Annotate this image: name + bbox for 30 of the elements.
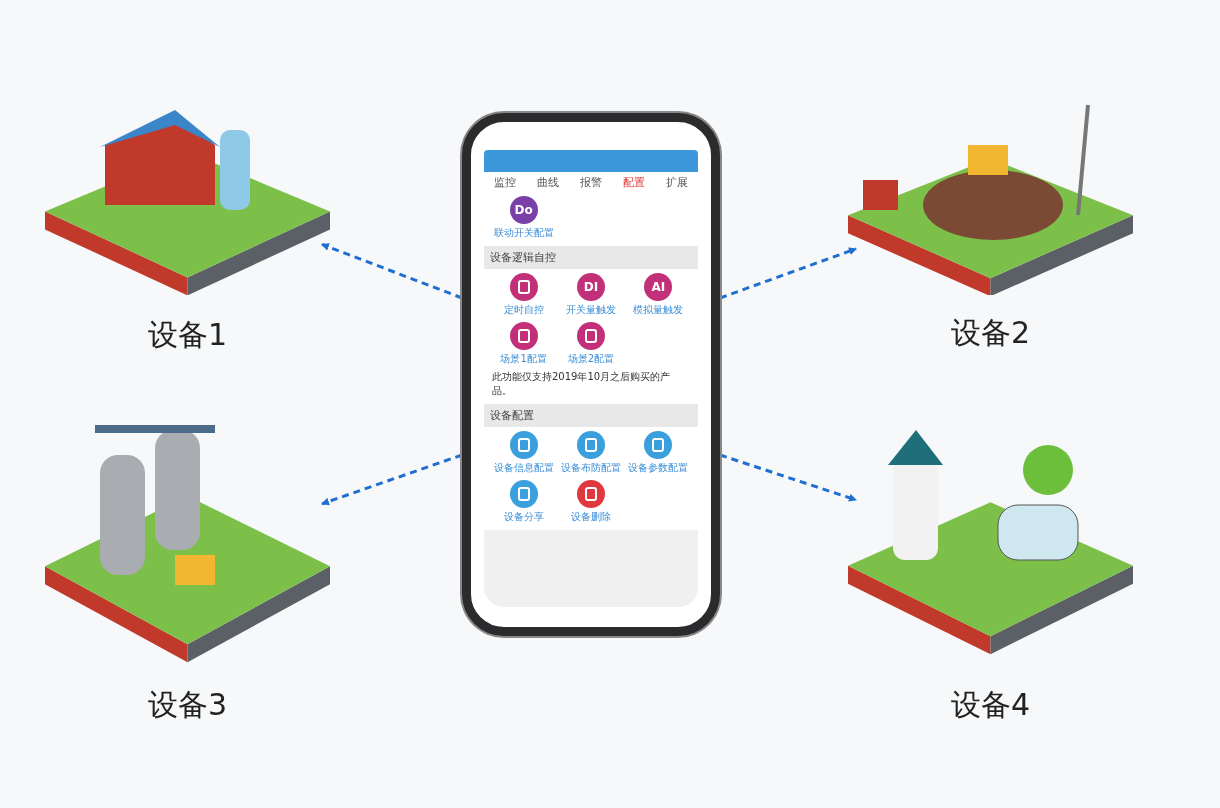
menu-item-label: 模拟量触发: [633, 303, 684, 317]
icon-badge: Do: [509, 196, 538, 224]
note-text: 此功能仅支持2019年10月之后购买的产品。: [491, 370, 672, 398]
menu-item-label: 联动开关配置: [493, 226, 554, 240]
icon-badge: DI: [577, 273, 605, 301]
dashed-arrow: [719, 453, 857, 502]
menu-item-label: 设备信息配置: [493, 461, 554, 475]
dashed-arrow: [321, 243, 463, 300]
menu-item-label: 场景1配置: [500, 352, 547, 366]
menu-item-label: 开关量触发: [566, 303, 616, 317]
section-heading: 设备配置: [484, 404, 698, 427]
tab-label: 报警: [580, 174, 602, 190]
dashed-arrow: [321, 453, 463, 506]
menu-item-label: 设备参数配置: [628, 461, 689, 475]
menu-item-label: 定时自控: [503, 303, 544, 317]
device-label: 设备3: [146, 686, 229, 724]
icon-badge: AI: [644, 273, 673, 301]
device-label: 设备2: [949, 314, 1032, 352]
device-label: 设备4: [949, 686, 1032, 724]
dashed-arrow: [719, 247, 857, 300]
section-heading: 设备逻辑自控: [484, 246, 698, 269]
tab-label: 曲线: [537, 174, 560, 190]
menu-item-label: 设备删除: [571, 510, 611, 524]
menu-item-label: 设备布防配置: [561, 461, 621, 475]
menu-item-label: 场景2配置: [567, 352, 615, 366]
menu-item-label: 设备分享: [503, 510, 544, 524]
device-label: 设备1: [146, 316, 229, 354]
tab-label: 配置: [622, 174, 645, 190]
tab-label: 监控: [494, 174, 517, 190]
tab-label: 扩展: [665, 174, 688, 190]
